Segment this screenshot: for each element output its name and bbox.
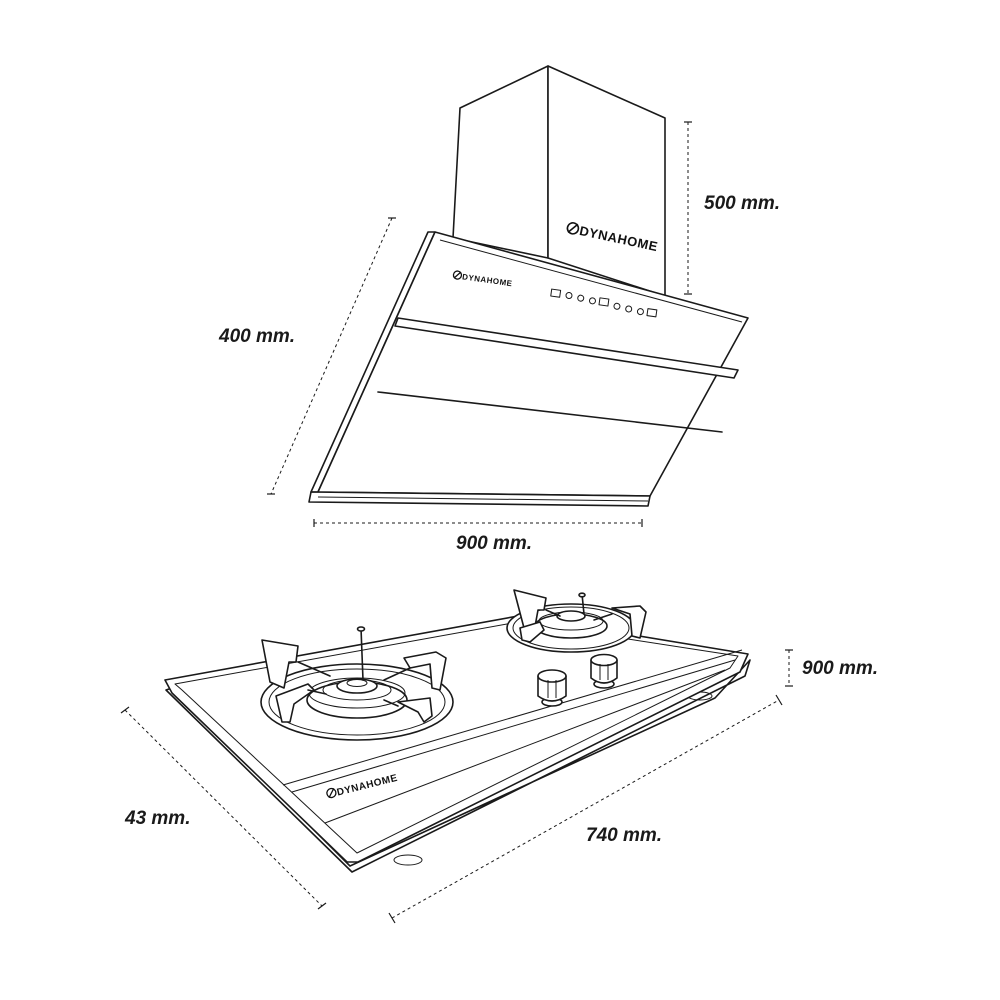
hood-dimension-lines — [267, 121, 692, 527]
hob-height-label: 900 mm. — [802, 658, 878, 679]
control-button-3 — [577, 294, 585, 302]
control-button-2 — [565, 292, 573, 300]
hood-chimney-height-label: 500 mm. — [704, 193, 780, 214]
control-button-6 — [613, 302, 621, 310]
control-knob-left — [537, 669, 567, 707]
hob-depth-label: 43 mm. — [124, 808, 190, 829]
cooker-hood: DYNAHOME DYNAHOME — [218, 65, 780, 554]
hob-dimension-lines — [120, 649, 793, 924]
control-button-8 — [636, 308, 644, 316]
right-burner — [506, 589, 647, 653]
control-button-9 — [646, 308, 658, 318]
hood-control-panel — [550, 288, 658, 318]
left-burner — [260, 626, 454, 741]
hood-width-label: 900 mm. — [456, 533, 532, 554]
hood-canopy-height-label: 400 mm. — [218, 326, 295, 347]
hob-length-label: 740 mm. — [586, 825, 662, 846]
hood-canopy: DYNAHOME — [308, 231, 749, 507]
control-button-1 — [550, 288, 562, 298]
control-button-4 — [588, 297, 596, 305]
control-button-7 — [625, 305, 633, 313]
control-button-5 — [598, 297, 610, 307]
control-knob-right — [590, 653, 618, 689]
hood-chimney: DYNAHOME — [452, 65, 666, 297]
gas-hob: DYNAHOME — [120, 589, 878, 924]
